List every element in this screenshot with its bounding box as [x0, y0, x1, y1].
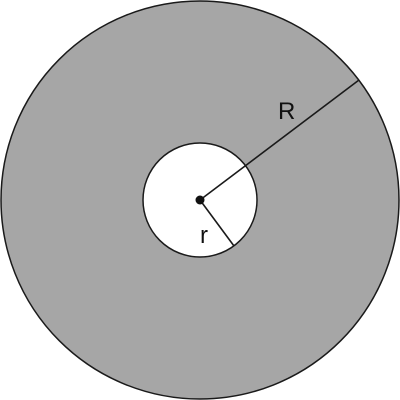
center-point: [195, 195, 205, 205]
inner-radius-line: [199, 199, 235, 247]
outer-radius-line: [199, 79, 360, 201]
outer-radius-label: R: [278, 98, 295, 125]
inner-radius-label: r: [200, 222, 208, 249]
